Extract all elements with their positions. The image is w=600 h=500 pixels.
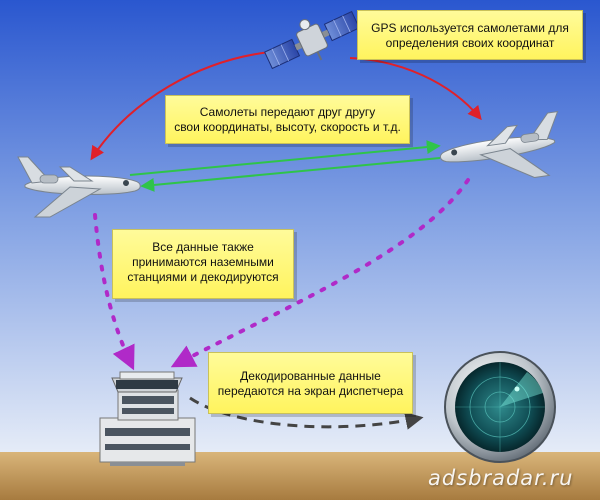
callout-gps-line-1: GPS используется самолетами для — [371, 21, 569, 35]
callout-gps: GPS используется самолетами для определе… — [357, 10, 583, 60]
dashed-arrow-to-radar — [189, 396, 424, 430]
callout-decoded-line-2: передаются на экран диспетчера — [217, 384, 404, 398]
green-arrow-to-left-plane — [140, 157, 441, 192]
callout-ground-line-2: принимаются наземными — [132, 255, 274, 269]
radar-screen-icon — [444, 351, 556, 463]
callout-planes: Самолеты передают друг другу свои коорди… — [165, 95, 410, 144]
callout-ground-line-1: Все данные также — [152, 240, 254, 254]
gps-arrow-left — [90, 51, 271, 161]
downlink-left-plane — [93, 213, 135, 371]
green-arrow-to-right-plane — [129, 140, 441, 176]
satellite-icon — [264, 10, 360, 70]
callout-planes-line-1: Самолеты передают друг другу — [199, 105, 376, 119]
callout-decoded: Декодированные данные передаются на экра… — [208, 352, 413, 414]
callout-planes-line-2: свои координаты, высоту, скорость и т.д. — [174, 120, 401, 134]
airplane-icon — [439, 111, 559, 179]
callout-gps-line-2: определения своих координат — [385, 36, 555, 50]
airplane-icon — [17, 156, 141, 218]
callout-decoded-line-1: Декодированные данные — [240, 369, 381, 383]
watermark: adsbradar.ru — [428, 466, 574, 490]
callout-ground: Все данные также принимаются наземными с… — [112, 229, 294, 299]
control-tower-icon — [99, 371, 196, 466]
callout-ground-line-3: станциями и декодируются — [127, 270, 279, 284]
